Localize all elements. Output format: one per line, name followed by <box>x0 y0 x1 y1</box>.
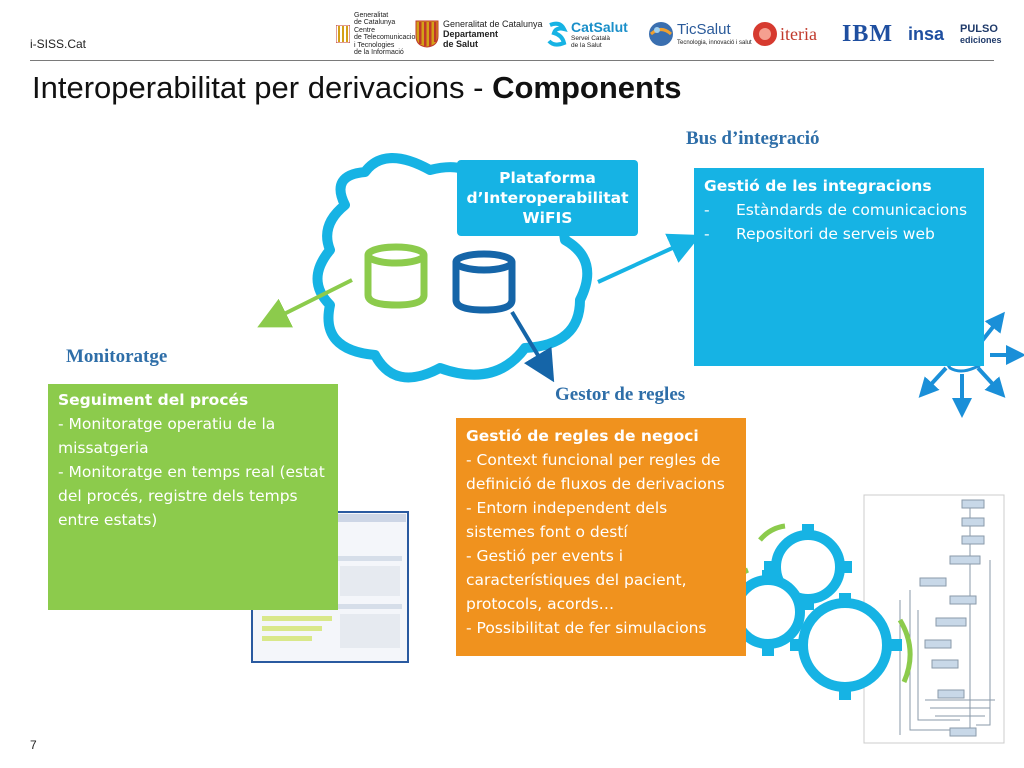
insa-name: insa <box>908 23 945 44</box>
page-number: 7 <box>30 738 37 752</box>
bus-box: Gestió de les integracions - Estàndards d… <box>694 168 984 366</box>
arrow-to-gestor <box>510 310 555 383</box>
catsalut-sub-line: de la Salut <box>571 42 602 49</box>
bus-list-text: Repositori de serveis web <box>736 225 935 243</box>
globe-icon <box>649 22 673 46</box>
ctti-logo-line: Centre <box>354 26 376 34</box>
regles-line: - Entorn independent dels sistemes font … <box>466 499 668 541</box>
regles-line: - Gestió per events i característiques d… <box>466 547 687 613</box>
bus-heading: Bus d’integració <box>686 128 820 149</box>
regles-line: - Context funcional per regles de defini… <box>466 451 725 493</box>
ctti-logo-line: i Tecnologies <box>354 41 395 49</box>
rotation-arc-icon <box>897 618 913 684</box>
platform-box: Plataforma d’Interoperabilitat WiFIS <box>457 160 638 236</box>
header-divider <box>30 60 994 61</box>
platform-line: WiFIS <box>522 209 573 227</box>
senyera-shield-icon <box>415 20 439 48</box>
catsalut-name: CatSalut <box>571 19 628 35</box>
pulso-sub: ediciones <box>960 35 1002 45</box>
catsalut-sub-line: Servei Català <box>571 35 611 42</box>
monitoratge-box-title: Seguiment del procés <box>58 391 249 409</box>
platform-line: Plataforma <box>499 169 596 187</box>
database-icon <box>364 243 428 309</box>
bus-list-text: Estàndards de comunicacions <box>736 201 968 219</box>
ctti-logo-line: de Telecomunicacions <box>354 34 423 41</box>
bus-list-dash: - <box>704 201 710 219</box>
catsalut-logo: CatSalut Servei Català de la Salut <box>546 14 628 54</box>
generalitat-ctti-logo: Generalitat de Catalunya Centre de Telec… <box>336 11 423 56</box>
platform-line: d’Interoperabilitat <box>466 189 629 207</box>
bus-box-title: Gestió de les integracions <box>704 177 932 195</box>
ctti-logo-line: Generalitat <box>354 11 389 19</box>
top-label: i-SISS.Cat <box>30 37 87 51</box>
bus-list-item: - Repositori de serveis web <box>704 222 974 246</box>
ibm-logo: IBM <box>842 14 893 54</box>
database-icon <box>452 250 516 314</box>
iteria-circle-icon <box>753 22 777 46</box>
gestor-heading: Gestor de regles <box>555 384 686 405</box>
ticsalut-name: TicSalut <box>677 20 731 38</box>
bus-list-item: - Estàndards de comunicacions <box>704 198 974 222</box>
gear-teeth-icon <box>724 524 902 700</box>
page-title-bold: Components <box>492 70 682 105</box>
regles-box-title: Gestió de regles de negoci <box>466 427 699 445</box>
salut-logo-line: Departament <box>443 29 499 39</box>
arrow-to-monitoratge <box>257 278 353 328</box>
rotation-arc-icon <box>758 523 786 542</box>
salut-logo-line: de Salut <box>443 39 479 49</box>
insa-logo: insa <box>908 14 944 54</box>
salut-logo-line: Generalitat de Catalunya <box>443 19 543 29</box>
arrow-to-bus <box>597 233 701 284</box>
monitoratge-heading: Monitoratge <box>66 346 168 367</box>
generalitat-salut-logo: Generalitat de Catalunya Departament de … <box>415 14 543 54</box>
pulso-name: PULSO <box>960 23 998 35</box>
catsalut-mark-icon <box>547 21 568 47</box>
iteria-name: iteria <box>780 23 817 44</box>
monitoratge-line: - Monitoratge operatiu de la missatgeria <box>58 415 276 457</box>
flowchart-thumbnail <box>863 494 1005 744</box>
gear-icon <box>731 530 892 692</box>
monitoratge-line: - Monitoratge en temps real (estat del p… <box>58 463 325 529</box>
bus-list-dash: - <box>704 225 710 243</box>
ctti-logo-line: de Catalunya <box>354 19 396 26</box>
page-title: Interoperabilitat per derivacions - Comp… <box>32 70 682 106</box>
ticsalut-tagline: Tecnologia, innovació i salut <box>677 39 752 46</box>
ibm-name: IBM <box>842 20 893 47</box>
ctti-logo-line: de la Informació <box>354 49 404 56</box>
generalitat-shield-icon <box>336 25 350 43</box>
pulso-logo: PULSO ediciones <box>960 14 1002 54</box>
monitoratge-box: Seguiment del procés - Monitoratge opera… <box>48 384 338 610</box>
page-title-plain: Interoperabilitat per derivacions - <box>32 70 493 105</box>
regles-line: - Possibilitat de fer simulacions <box>466 619 707 637</box>
ticsalut-logo: TicSalut Tecnologia, innovació i salut <box>648 14 752 54</box>
regles-box: Gestió de regles de negoci - Context fun… <box>456 418 746 656</box>
iteria-logo: iteria <box>752 14 817 54</box>
